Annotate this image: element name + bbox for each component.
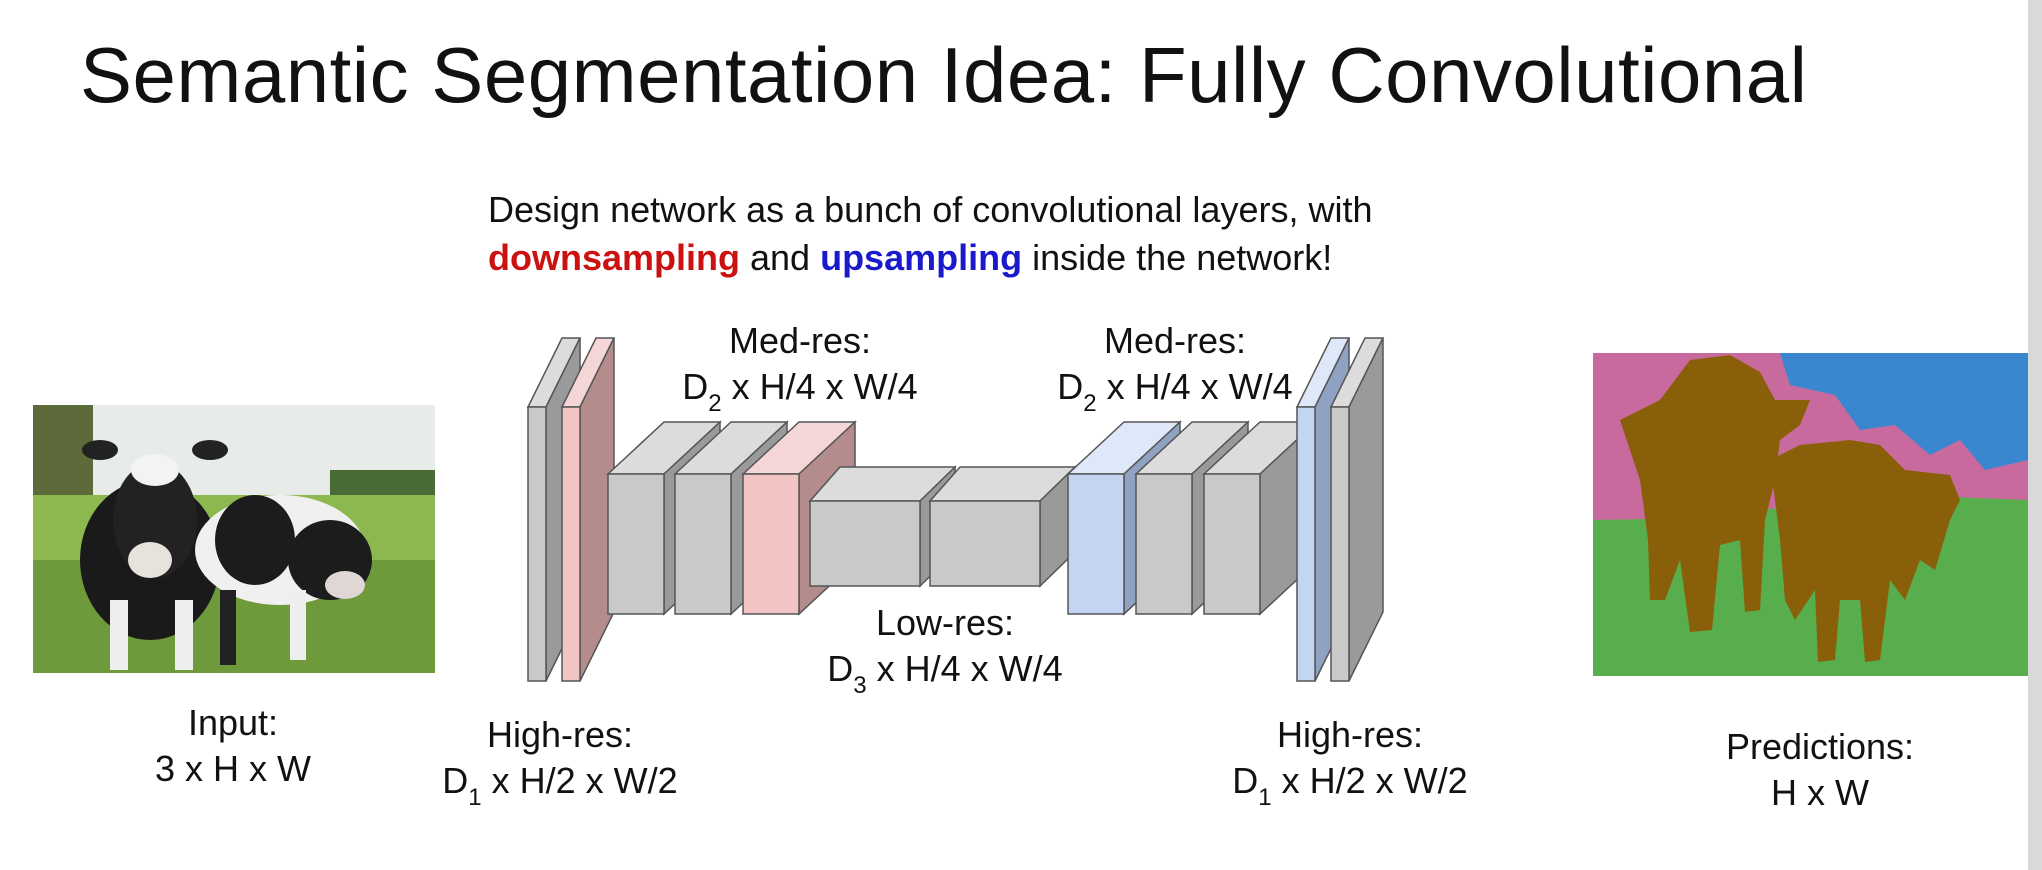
subtitle-rest-text: inside the network! [1022,237,1333,278]
input-label: Input: 3 x H x W [133,700,333,792]
slide-edge [2028,0,2042,870]
med-res-left-dims: D2 x H/4 x W/4 [650,364,950,427]
downsampling-text: downsampling [488,237,740,278]
low-res-prefix: D [827,648,854,689]
high-res-left-title: High-res: [486,714,634,755]
predictions-label: Predictions: H x W [1700,724,1940,816]
low-res-size: x H/4 x W/4 [866,648,1063,689]
high-res-left-prefix: D [442,760,469,801]
low-res-dims: D3 x H/4 x W/4 [795,646,1095,709]
low-res-title: Low-res: [875,602,1015,643]
conv-layer-low-res-2 [928,465,1077,588]
predictions-dims: H x W [1771,772,1869,813]
high-res-left-dims: D1 x H/2 x W/2 [410,758,710,821]
med-res-right-sub: 2 [1083,390,1097,417]
conv-layer-high-res-downsample [560,337,616,682]
med-res-left-size: x H/4 x W/4 [721,366,918,407]
high-res-left-sub: 1 [468,784,482,811]
med-res-left-sub: 2 [708,390,722,417]
input-image [33,405,435,673]
low-res-sub: 3 [853,672,867,699]
med-res-right-title: Med-res: [1103,320,1247,361]
med-res-label-right: Med-res: D2 x H/4 x W/4 [1025,318,1325,427]
subtitle-line-1: Design network as a bunch of convolution… [488,189,1373,230]
low-res-label: Low-res: D3 x H/4 x W/4 [795,600,1095,709]
med-res-right-size: x H/4 x W/4 [1096,366,1293,407]
high-res-left-size: x H/2 x W/2 [481,760,678,801]
slide-title: Semantic Segmentation Idea: Fully Convol… [80,31,1808,119]
subtitle-line-2: downsampling and upsampling inside the n… [488,234,1372,282]
high-res-label-right: High-res: D1 x H/2 x W/2 [1200,712,1500,821]
med-res-right-prefix: D [1057,366,1084,407]
high-res-right-size: x H/2 x W/2 [1271,760,1468,801]
high-res-right-sub: 1 [1258,784,1272,811]
input-label-dims: 3 x H x W [154,748,311,789]
high-res-right-dims: D1 x H/2 x W/2 [1200,758,1500,821]
med-res-left-title: Med-res: [728,320,872,361]
input-label-title: Input: [187,702,279,743]
subtitle-and-text: and [740,237,821,278]
high-res-right-title: High-res: [1276,714,1424,755]
upsampling-text: upsampling [820,237,1023,278]
conv-layer-high-res-2 [1329,337,1385,682]
med-res-right-dims: D2 x H/4 x W/4 [1025,364,1325,427]
med-res-label-left: Med-res: D2 x H/4 x W/4 [650,318,950,427]
med-res-left-prefix: D [682,366,709,407]
predictions-image [1593,353,2028,676]
predictions-title: Predictions: [1725,726,1915,767]
high-res-label-left: High-res: D1 x H/2 x W/2 [410,712,710,821]
slide-subtitle: Design network as a bunch of convolution… [488,186,1372,282]
high-res-right-prefix: D [1232,760,1259,801]
